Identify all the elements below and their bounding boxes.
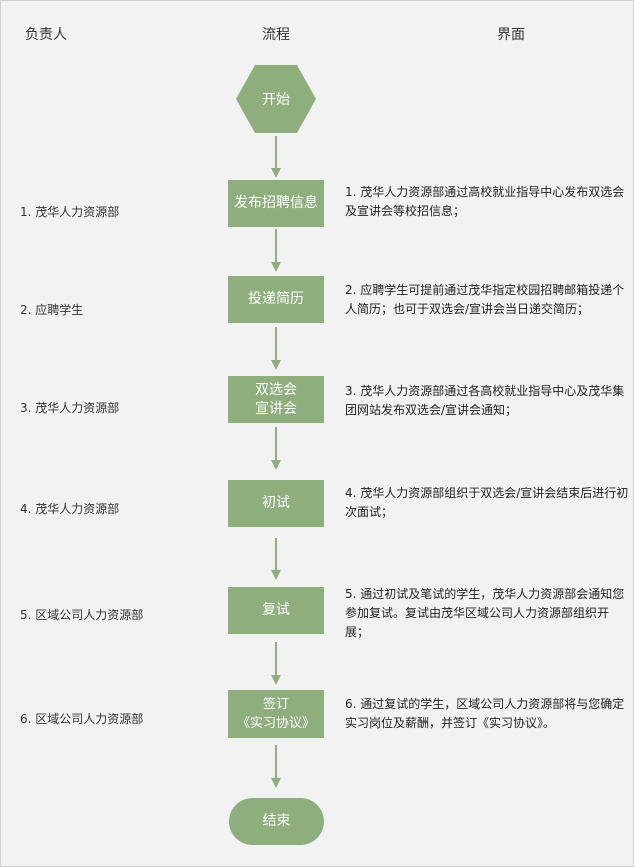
- step-node-3: 双选会宣讲会: [228, 376, 324, 423]
- arrow-down-icon: [271, 136, 281, 178]
- owner-label-2: 2. 应聘学生: [20, 303, 84, 317]
- owner-label-4: 4. 茂华人力资源部: [20, 502, 120, 516]
- step-node-label: 签订: [262, 697, 289, 712]
- step-description-2: 2. 应聘学生可提前通过茂华指定校园招聘邮箱投递个人简历；也可于双选会/宣讲会当…: [345, 283, 625, 316]
- arrow-down-icon: [271, 229, 281, 272]
- step-node-label: 《实习协议》: [236, 716, 315, 731]
- start-label: 开始: [262, 92, 290, 108]
- header-interface: 界面: [497, 27, 525, 43]
- header-owner: 负责人: [25, 27, 67, 43]
- owner-label-1: 1. 茂华人力资源部: [20, 205, 120, 219]
- step-description-4: 4. 茂华人力资源部组织于双选会/宣讲会结束后进行初次面试；: [345, 486, 629, 519]
- owner-label-3: 3. 茂华人力资源部: [20, 401, 120, 415]
- header-flow: 流程: [262, 27, 290, 43]
- step-description-1: 1. 茂华人力资源部通过高校就业指导中心发布双选会及宣讲会等校招信息；: [345, 185, 625, 218]
- step-node-1: 发布招聘信息: [228, 180, 324, 227]
- owner-label-5: 5. 区域公司人力资源部: [20, 608, 144, 622]
- step-description-6: 6. 通过复试的学生，区域公司人力资源部将与您确定实习岗位及薪酬，并签订《实习协…: [345, 697, 625, 730]
- owner-label-6: 6. 区域公司人力资源部: [20, 712, 144, 726]
- step-node-label: 双选会: [255, 381, 297, 398]
- step-node-label: 投递简历: [248, 291, 304, 307]
- arrow-down-icon: [271, 327, 281, 370]
- arrow-down-icon: [271, 642, 281, 685]
- arrow-down-icon: [271, 538, 281, 580]
- arrow-down-icon: [271, 745, 281, 788]
- end-label: 结束: [262, 813, 291, 829]
- step-node-label: 发布招聘信息: [234, 195, 318, 211]
- end-node: 结束: [229, 798, 324, 845]
- step-node-label: 宣讲会: [255, 400, 297, 417]
- step-node-label: 初试: [262, 495, 290, 511]
- step-description-3: 3. 茂华人力资源部通过各高校就业指导中心及茂华集团网站发布双选会/宣讲会通知；: [345, 384, 625, 417]
- arrow-down-icon: [271, 427, 281, 470]
- step-description-5: 5. 通过初试及笔试的学生，茂华人力资源部会通知您参加复试。复试由茂华区域公司人…: [345, 587, 625, 639]
- step-node-label: 复试: [262, 602, 290, 618]
- step-node-6: 签订《实习协议》: [228, 690, 324, 738]
- step-node-4: 初试: [228, 480, 324, 527]
- start-hexagon: 开始: [236, 65, 316, 133]
- step-node-5: 复试: [228, 587, 324, 634]
- step-node-2: 投递简历: [228, 276, 324, 323]
